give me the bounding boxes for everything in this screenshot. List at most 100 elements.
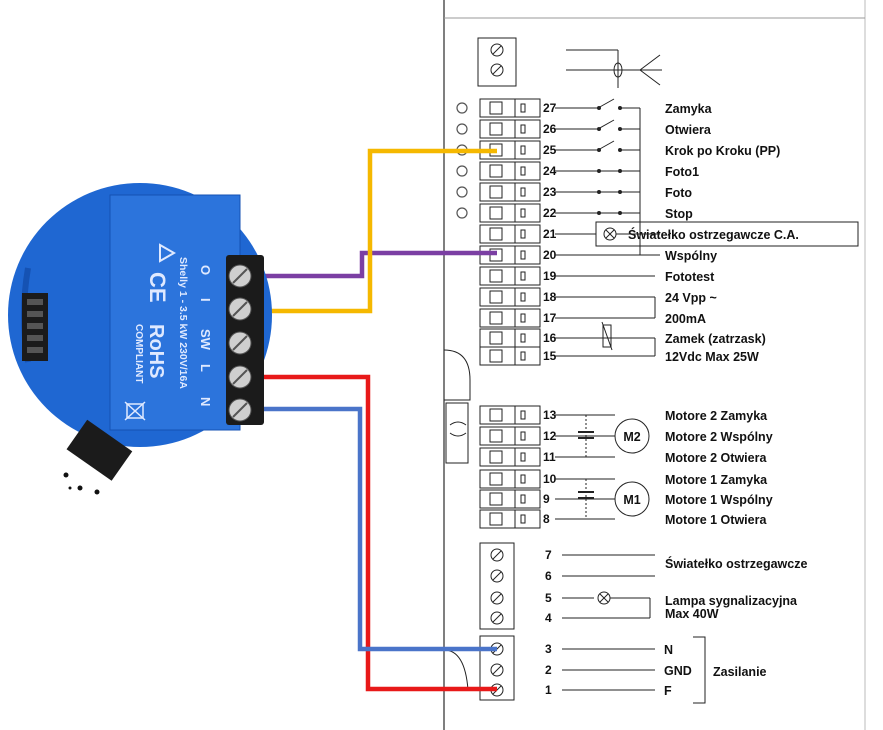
shelly-button-connector xyxy=(66,419,133,481)
terminal-number: 12 xyxy=(543,429,557,443)
terminal-number: 13 xyxy=(543,408,557,422)
terminal-number: 3 xyxy=(545,642,552,656)
board-relay-shapes xyxy=(443,349,471,691)
motor-2-symbol: M2 xyxy=(555,414,650,458)
terminal-row-15: 15 12Vdc Max 25W xyxy=(479,346,759,366)
power-terminal-label: GND xyxy=(664,664,692,678)
screw-terminal-5: 5 xyxy=(490,591,552,605)
terminal-label: 200mA xyxy=(665,312,706,326)
screw-terminal-n xyxy=(228,398,252,422)
screw-terminal-6: 6 xyxy=(490,569,552,583)
switch-symbol-25 xyxy=(555,140,640,152)
shelly-screw-terminals xyxy=(228,264,252,422)
label-power-supply: Zasilanie xyxy=(713,665,767,679)
terminal-row-: 8 Motore 1 Otwiera xyxy=(479,509,767,529)
wire-red xyxy=(243,374,497,692)
terminal-number: 24 xyxy=(543,164,557,178)
terminal-row-18: 18 24 Vpp ~ xyxy=(479,287,717,307)
power-terminal-label: F xyxy=(664,684,672,698)
wire-purple xyxy=(243,250,497,279)
terminal-label: 24 Vpp ~ xyxy=(665,291,717,305)
shelly-header-pins xyxy=(22,293,48,361)
shelly-1-relay: O I SW L N Shelly 1 - 3.5 kW 230V/16A CE… xyxy=(8,183,272,495)
terminal-number: 17 xyxy=(543,311,557,325)
terminal-number: 8 xyxy=(543,512,550,526)
weee-bin-icon xyxy=(124,401,146,421)
shelly-terminal-l: L xyxy=(198,364,213,372)
terminal-number: 16 xyxy=(543,331,557,345)
jumper-24 xyxy=(555,169,640,173)
terminal-number: 5 xyxy=(545,591,552,605)
shelly-terminal-n: N xyxy=(198,397,213,406)
jumper-22 xyxy=(555,211,640,215)
antenna-connector xyxy=(477,37,662,88)
terminal-row-21: 21 Światełko ostrzegawcze C.A. xyxy=(479,224,799,244)
screw-terminal-l xyxy=(228,365,252,389)
terminal-label: Foto xyxy=(665,186,692,200)
terminal-label: Wspólny xyxy=(665,249,717,263)
led-indicator-icon xyxy=(456,165,468,177)
terminal-label: Motore 1 Wspólny xyxy=(665,493,773,507)
shelly-dots xyxy=(63,472,100,495)
led-indicator-icon xyxy=(456,102,468,114)
terminal-label: Motore 2 Otwiera xyxy=(665,451,767,465)
control-board xyxy=(443,0,866,730)
shelly-terminal-i: I xyxy=(198,298,213,302)
terminal-row-26: 26 Otwiera xyxy=(456,119,712,139)
terminal-number: 26 xyxy=(543,122,557,136)
terminal-row-: 10 Motore 1 Zamyka xyxy=(479,469,768,489)
motor-1-symbol: M1 xyxy=(555,478,650,520)
terminal-row-16: 16 Zamek (zatrzask) xyxy=(479,328,766,348)
terminal-label: Zamyka xyxy=(665,102,713,116)
terminal-number: 22 xyxy=(543,206,557,220)
terminal-number: 18 xyxy=(543,290,557,304)
led-indicator-icon xyxy=(456,186,468,198)
terminal-number: 1 xyxy=(545,683,552,697)
terminal-label: Motore 1 Zamyka xyxy=(665,473,768,487)
label-signal-lamp: Lampa sygnalizacyjna xyxy=(665,594,798,608)
motor-1-label: M1 xyxy=(623,493,640,507)
lamp-screw-block: 7 6 5 4 xyxy=(479,542,655,630)
board-labels: Światełko ostrzegawcze Lampa sygnalizacy… xyxy=(665,556,807,679)
shelly-terminal-o: O xyxy=(198,265,213,275)
led-indicator-icon xyxy=(456,123,468,135)
shelly-rohs-compliant: COMPLIANT xyxy=(133,324,144,383)
switch-symbol-26 xyxy=(555,119,640,131)
terminal-number: 25 xyxy=(543,143,557,157)
terminal-label: 12Vdc Max 25W xyxy=(665,350,759,364)
terminal-number: 21 xyxy=(543,227,557,241)
input-contacts xyxy=(555,98,660,357)
terminal-label: Motore 1 Otwiera xyxy=(665,513,767,527)
wire-yellow xyxy=(243,148,497,314)
shelly-rohs: RoHS xyxy=(145,324,167,378)
terminal-label: Zamek (zatrzask) xyxy=(665,332,766,346)
terminal-label: Otwiera xyxy=(665,123,712,137)
screw-terminal-i xyxy=(228,297,252,321)
shelly-ce-mark: CE xyxy=(145,272,170,303)
terminal-row-17: 17 200mA xyxy=(479,308,706,328)
terminal-row-: 11 Motore 2 Otwiera xyxy=(479,447,767,467)
screw-terminal-o xyxy=(228,264,252,288)
lock-symbol xyxy=(601,321,613,351)
led-indicator-icon xyxy=(456,207,468,219)
terminal-number: 4 xyxy=(545,611,552,625)
warning-light-ca-box xyxy=(595,221,859,247)
terminal-label: Światełko ostrzegawcze C.A. xyxy=(628,227,799,242)
terminal-number: 19 xyxy=(543,269,557,283)
terminal-number: 10 xyxy=(543,472,557,486)
terminal-number: 6 xyxy=(545,569,552,583)
terminal-number: 7 xyxy=(545,548,552,562)
motor-2-label: M2 xyxy=(623,430,640,444)
terminal-number: 15 xyxy=(543,349,557,363)
terminal-number: 11 xyxy=(543,450,556,464)
terminal-label: Stop xyxy=(665,207,693,221)
screw-terminal-4: 4 xyxy=(490,611,552,625)
terminal-number: 2 xyxy=(545,663,552,677)
